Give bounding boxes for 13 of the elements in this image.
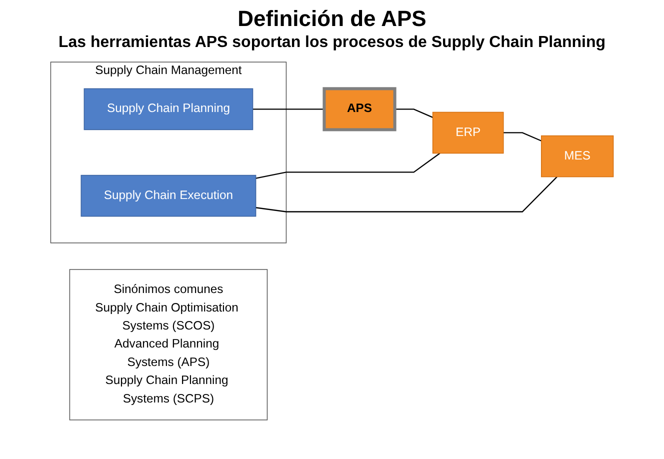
subtitle: Las herramientas APS soportan los procesos de Supply Chain Planning [57,34,607,52]
connector [252,108,324,110]
connector [256,152,440,179]
node-box: Supply Chain Execution [80,174,256,217]
diagram-title: Definición de APS [236,6,428,32]
node-box: Supply Chain Planning [84,88,254,130]
connector [394,108,434,118]
node-box: MES [540,135,614,178]
node-box: ERP [432,112,504,154]
connector [503,132,542,142]
node-box: APS [322,87,396,132]
node-box: Sinónimos comunes Supply Chain Optimisation Systems (SCOS) Advanced Planning Systems (APS) Supply Chain Planning Systems (SCPS) [69,269,268,420]
connector [256,176,558,212]
